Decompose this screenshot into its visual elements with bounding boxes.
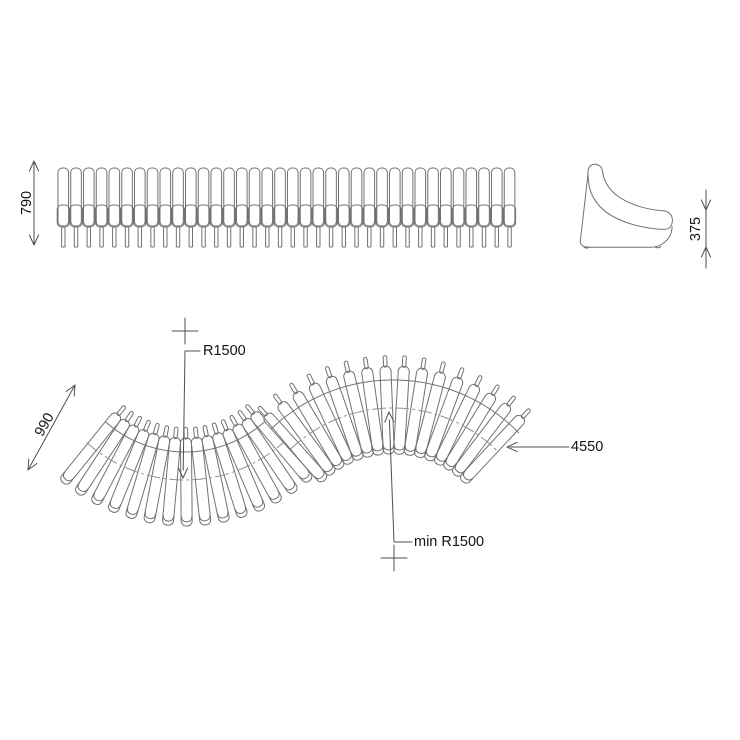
bench-slat-plan	[201, 424, 230, 523]
bench-slat-plan	[443, 384, 500, 471]
bench-slat-front	[69, 167, 83, 248]
chair-foot	[583, 246, 590, 249]
bench-slat-plan	[162, 426, 181, 526]
bench-slat-plan	[143, 425, 171, 524]
bench-slat-front	[260, 167, 274, 248]
bench-slat-plan	[361, 356, 385, 456]
bench-slat-front	[82, 167, 96, 248]
r1500-leader	[182, 350, 201, 471]
bench-slat-front	[222, 167, 236, 248]
bench-slat-front	[273, 167, 287, 248]
bench-slat-plan	[220, 419, 266, 512]
bench-slat-front	[324, 167, 338, 248]
dimension-arrow-icon	[65, 384, 76, 397]
bench-slat-front	[145, 167, 160, 248]
bench-slat-front	[349, 167, 364, 248]
bench-slat-front	[400, 167, 415, 248]
dimension-annotations	[27, 160, 712, 572]
bench-slat-plan	[237, 410, 298, 494]
chair-cushion-outline	[587, 163, 673, 230]
bench-slat-plan	[424, 367, 465, 462]
bench-slat-front	[439, 167, 453, 248]
dimension-arrow-icon	[28, 160, 40, 172]
bench-slat-front	[247, 167, 262, 248]
r1500-arrow-icon	[177, 467, 189, 479]
bench-slat-plan	[257, 406, 328, 483]
side-profile-view	[579, 163, 673, 249]
bench-slat-plan	[229, 415, 282, 504]
dimension-arrow-icon	[700, 199, 712, 211]
bench-slat-front	[158, 167, 172, 248]
bench-slat-front	[94, 167, 109, 248]
bench-slat-front	[184, 167, 198, 248]
bench-slat-front	[375, 167, 389, 248]
dimension-arrow-icon	[700, 246, 712, 258]
bench-slat-front	[464, 167, 478, 248]
min-r1500-leader	[388, 419, 413, 543]
bench-slat-front	[502, 167, 517, 248]
bench-slat-front	[311, 167, 325, 248]
bench-slat-plan	[403, 357, 428, 456]
bench-slat-plan	[433, 375, 483, 466]
bench-slat-plan	[452, 395, 516, 477]
bench-slat-front	[490, 167, 504, 248]
dim-label-bench-length: 4550	[571, 438, 604, 455]
plan-view	[60, 355, 531, 527]
bench-slat-plan	[379, 355, 395, 455]
bench-slat-front	[286, 167, 300, 248]
bench-slat-front	[133, 167, 147, 248]
dimension-arrow-icon	[27, 458, 38, 471]
bench-slat-plan	[60, 405, 127, 485]
bench-slat-front	[56, 167, 70, 248]
bench-slat-plan	[75, 410, 134, 496]
bench-slat-front	[196, 167, 211, 248]
bench-slat-front	[451, 167, 466, 248]
bench-slat-front	[298, 167, 313, 248]
bench-slat-plan	[91, 415, 143, 506]
bench-slat-plan	[108, 419, 151, 513]
bench-slat-front	[477, 167, 491, 248]
centerline-dashdot	[86, 407, 500, 481]
bench-slat-front	[235, 167, 249, 248]
bench-slat-front	[413, 167, 427, 248]
bench-slat-plan	[245, 404, 313, 483]
bench-slat-plan	[272, 393, 336, 476]
bench-slat-plan	[125, 423, 160, 519]
bench-slat-front	[362, 167, 376, 248]
dim-label-left-radius: R1500	[203, 342, 246, 359]
bench-slat-plan	[414, 361, 446, 459]
bench-slat-plan	[190, 426, 212, 526]
front-elevation-view	[56, 167, 517, 248]
dim-4550-arrow-icon	[506, 441, 518, 453]
bench-slat-front	[388, 167, 402, 248]
bench-slat-plan	[306, 373, 354, 465]
bench-slat-front	[120, 167, 134, 248]
bench-slat-plan	[343, 360, 374, 458]
dim-label-seat-height: 375	[687, 216, 704, 242]
bench-slat-plan	[211, 422, 248, 518]
dim-990-line	[27, 384, 76, 471]
bench-slat-front	[171, 167, 185, 248]
backrest-junction-line	[105, 379, 519, 453]
bench-slat-plan	[393, 355, 410, 455]
bench-slat-plan	[289, 382, 345, 470]
bench-slat-front	[209, 167, 223, 248]
dimension-arrow-icon	[28, 234, 40, 246]
bench-slat-front	[426, 167, 440, 248]
bench-slat-plan	[460, 408, 531, 484]
bench-slat-front	[107, 167, 121, 248]
dim-label-overall-height: 790	[18, 190, 35, 216]
dim-label-min-radius: min R1500	[414, 533, 485, 550]
min-r1500-arrow-icon	[384, 411, 395, 423]
bench-slat-front	[337, 167, 351, 248]
bench-slat-plan	[324, 366, 364, 461]
chair-foot	[654, 246, 662, 249]
